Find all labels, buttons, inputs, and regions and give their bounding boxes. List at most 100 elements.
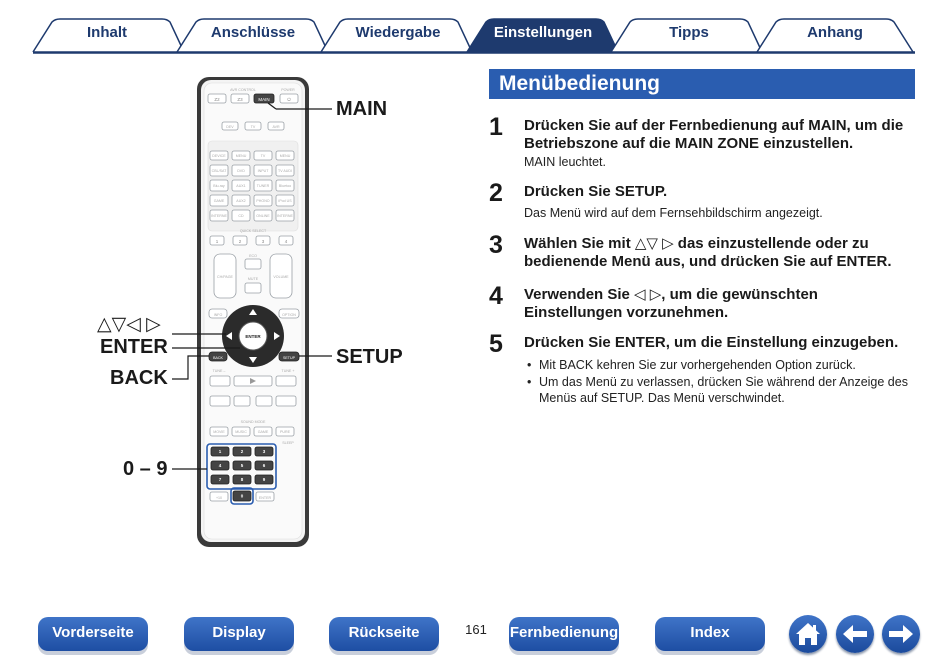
- input-key: [231, 179, 251, 192]
- digit-key-label: 3: [263, 449, 266, 454]
- digit-key-label: 2: [241, 449, 244, 454]
- input-key: [231, 164, 251, 177]
- step-number: 3: [489, 231, 503, 259]
- ch-page-label: CH/PAGE: [217, 275, 234, 279]
- tab-anhang[interactable]: Anhang: [807, 24, 863, 41]
- callout-arrows: △▽◁ ▷: [97, 314, 161, 335]
- step-title: Drücken Sie SETUP.: [524, 183, 668, 200]
- sound-mode-label: SOUND MODE: [241, 420, 266, 424]
- top-function-key-label: DEVICE: [212, 154, 226, 158]
- callout-back: BACK: [110, 367, 168, 389]
- tab-wiedergabe[interactable]: Wiedergabe: [355, 24, 441, 41]
- digit-key: [232, 460, 252, 471]
- step-title: Verwenden Sie ◁ ▷, um die gewünschten Ei…: [524, 286, 818, 321]
- tab-tipps[interactable]: Tipps: [669, 24, 709, 41]
- callout-main: MAIN: [336, 98, 388, 120]
- bullet-item: Um das Menü zu verlassen, drücken Sie wä…: [524, 374, 919, 407]
- option-label: OPTION: [282, 313, 296, 317]
- digit-key: [254, 460, 274, 471]
- back-key-label: BACK: [213, 356, 223, 360]
- top-function-key-label: MENU: [236, 154, 247, 158]
- sleep-label: SLEEP: [282, 441, 294, 445]
- digit-key-label: 6: [263, 463, 266, 468]
- forward-button[interactable]: [882, 615, 920, 653]
- z3-key-label: Z3: [237, 97, 243, 102]
- tune-plus-label: TUNE +: [282, 369, 295, 373]
- remote-illustration: .rk { fill:#fff; stroke:#9aa0a6; stroke-…: [0, 60, 480, 560]
- input-key: [253, 164, 273, 177]
- digit-key: [232, 446, 252, 457]
- input-key-label: CBL/SAT: [212, 169, 228, 173]
- callout-enter: ENTER: [100, 336, 168, 358]
- digit-key-label: 5: [241, 463, 244, 468]
- input-key-label: TUNER: [257, 184, 270, 188]
- eco-label: ECO: [249, 254, 257, 258]
- digit-key: [210, 460, 230, 471]
- back-arrow-icon: [843, 625, 867, 643]
- tab-einstellungen[interactable]: Einstellungen: [493, 24, 593, 41]
- step-description: Das Menü wird auf dem Fernsehbildschirm …: [524, 206, 823, 220]
- keypad-highlight: [206, 443, 277, 490]
- power-label: POWER: [281, 88, 295, 92]
- input-key: [275, 209, 295, 222]
- top-function-key: [231, 150, 251, 161]
- input-key-label: CD: [238, 214, 244, 218]
- nav-fernbedienung-button[interactable]: Fernbedienung: [509, 617, 619, 651]
- svg-text:DEV: DEV: [226, 125, 234, 129]
- digit-key-label: 8: [241, 477, 244, 482]
- back-button[interactable]: [836, 615, 874, 653]
- svg-text:1: 1: [216, 239, 219, 244]
- tab-inhalt[interactable]: Inhalt: [87, 24, 127, 41]
- input-key-label: INPUT: [258, 169, 270, 173]
- digit-key: [232, 474, 252, 485]
- sound-mode-key-label: GAME: [258, 430, 269, 434]
- sound-mode-key-label: MOVIE: [213, 430, 225, 434]
- input-key-label: ONLINE: [256, 214, 270, 218]
- input-key: [231, 209, 251, 222]
- nav-rueckseite-button[interactable]: Rückseite: [329, 617, 439, 651]
- input-key-label: Blu-ray: [213, 184, 225, 188]
- remote-control-drawing: .rk { fill:#fff; stroke:#9aa0a6; stroke-…: [172, 77, 332, 547]
- top-function-key: [275, 150, 295, 161]
- sound-mode-key: [231, 426, 251, 437]
- sound-mode-key-label: MUSIC: [235, 430, 247, 434]
- step-number: 4: [489, 282, 503, 310]
- digit-key-label: 4: [219, 463, 222, 468]
- tab-shape-tipps: [610, 18, 763, 53]
- dpad-enter-label: ENTER: [245, 334, 261, 339]
- input-key: [275, 194, 295, 207]
- input-key: [231, 194, 251, 207]
- mute-label: MUTE: [248, 277, 259, 281]
- nav-display-button[interactable]: Display: [184, 617, 294, 651]
- svg-text:TV: TV: [251, 125, 256, 129]
- digit-key: [210, 474, 230, 485]
- nav-vorderseite-button[interactable]: Vorderseite: [38, 617, 148, 651]
- digit-key: [254, 446, 274, 457]
- input-key: [209, 164, 229, 177]
- section-title: Menübedienung: [489, 69, 915, 99]
- digit-key: [210, 446, 230, 457]
- tune-minus-label: TUNE –: [213, 369, 226, 373]
- nav-index-button[interactable]: Index: [655, 617, 765, 651]
- digit-key: [232, 490, 252, 502]
- info-label: INFO: [214, 313, 223, 317]
- step-number: 2: [489, 179, 503, 207]
- tab-anschluesse[interactable]: Anschlüsse: [210, 24, 296, 41]
- home-button[interactable]: [789, 615, 827, 653]
- svg-text:⏻: ⏻: [287, 97, 291, 102]
- digit-key: [254, 474, 274, 485]
- svg-text:4: 4: [285, 239, 288, 244]
- sound-mode-key: [275, 426, 295, 437]
- bullet-item: Mit BACK kehren Sie zur vorhergehenden O…: [524, 357, 919, 374]
- tab-shape-anschluesse: [176, 18, 329, 53]
- svg-text:2: 2: [239, 239, 242, 244]
- step-description: MAIN leuchtet.: [524, 155, 606, 169]
- zero-key-highlight: [230, 487, 254, 505]
- main-key: [253, 93, 275, 104]
- home-icon: [796, 623, 820, 645]
- tab-bar-outline: [32, 18, 915, 54]
- sound-mode-key: [209, 426, 229, 437]
- input-key: [253, 179, 273, 192]
